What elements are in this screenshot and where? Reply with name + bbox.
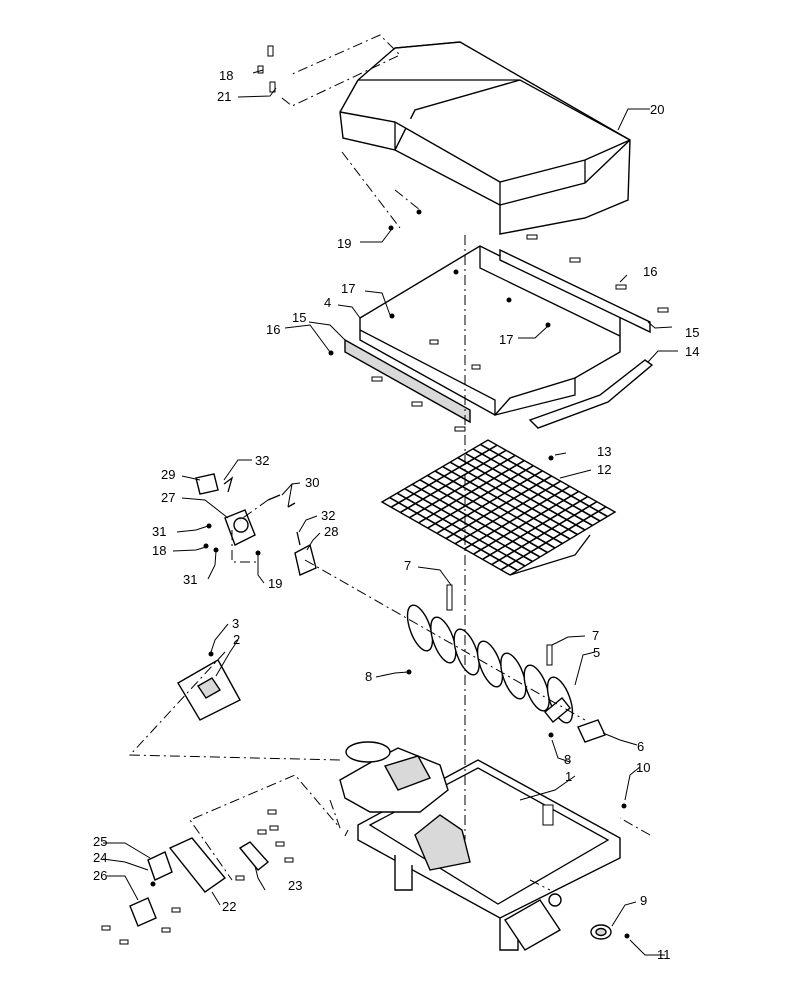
grate-wire	[473, 490, 580, 555]
callout-18: 18	[219, 68, 233, 83]
callout-17: 17	[341, 281, 355, 296]
callout-22: 22	[222, 899, 236, 914]
callout-7: 7	[404, 558, 411, 573]
callout-14: 14	[685, 344, 699, 359]
grate-wire	[457, 457, 586, 531]
auger	[406, 584, 606, 743]
callout-31: 31	[183, 572, 197, 587]
seat-fasteners	[257, 34, 422, 231]
auger-flight	[476, 640, 504, 688]
callout-16: 16	[266, 322, 280, 337]
assembly-centerlines	[128, 235, 651, 891]
callout-8: 8	[564, 752, 571, 767]
callout-32: 32	[255, 453, 269, 468]
callout-3: 3	[232, 616, 239, 631]
callout-15: 15	[292, 310, 306, 325]
callout-8: 8	[365, 669, 372, 684]
callout-4: 4	[324, 295, 331, 310]
grate-wire	[464, 452, 593, 527]
screen-grate	[380, 439, 617, 576]
callout-23: 23	[288, 878, 302, 893]
callout-32: 32	[321, 508, 335, 523]
callout-18: 18	[152, 543, 166, 558]
auger-flight	[430, 616, 457, 664]
grate-wire	[472, 448, 601, 522]
grate-wire	[442, 465, 571, 540]
callout-13: 13	[597, 444, 611, 459]
decal-plate	[177, 651, 241, 721]
seat-base-fasteners	[328, 234, 669, 432]
grate-wire	[480, 443, 608, 518]
callout-5: 5	[593, 645, 600, 660]
grate-wire	[482, 495, 589, 561]
auger-flight	[523, 664, 550, 712]
callout-19: 19	[337, 236, 351, 251]
callout-labels: 18 21 20 19 16 17 4 15 16 15 17 14 13 12…	[93, 68, 699, 962]
grate-wire	[449, 461, 578, 536]
lower-brackets	[101, 809, 294, 945]
callout-10: 10	[636, 760, 650, 775]
callout-2: 2	[233, 632, 240, 647]
callout-19: 19	[268, 576, 282, 591]
callout-25: 25	[93, 834, 107, 849]
bearing-assembly	[195, 473, 317, 576]
callout-1: 1	[565, 769, 572, 784]
seat-base-pan	[344, 245, 654, 429]
grate-wire	[500, 506, 607, 571]
callout-21: 21	[217, 89, 231, 104]
callout-16: 16	[643, 264, 657, 279]
callout-9: 9	[640, 893, 647, 908]
rubber-mount	[590, 924, 630, 940]
callout-30: 30	[305, 475, 319, 490]
callout-26: 26	[93, 868, 107, 883]
callout-11: 11	[657, 947, 671, 962]
auger-flight	[406, 604, 434, 652]
callout-6: 6	[637, 739, 644, 754]
callout-17: 17	[499, 332, 513, 347]
callout-24: 24	[93, 850, 107, 865]
grate-wire	[454, 480, 561, 545]
callout-31: 31	[152, 524, 166, 539]
grate-wire	[445, 475, 552, 540]
callout-12: 12	[597, 462, 611, 477]
auger-flight	[500, 652, 527, 700]
leader-lines	[102, 69, 678, 956]
grate-wire	[463, 485, 571, 550]
callout-27: 27	[161, 490, 175, 505]
callout-7: 7	[592, 628, 599, 643]
seat-cushion	[339, 41, 631, 235]
hopper-frame	[339, 741, 627, 951]
callout-20: 20	[650, 102, 664, 117]
callout-29: 29	[161, 467, 175, 482]
callout-28: 28	[324, 524, 338, 539]
grate-wire	[491, 501, 598, 566]
callout-15: 15	[685, 325, 699, 340]
